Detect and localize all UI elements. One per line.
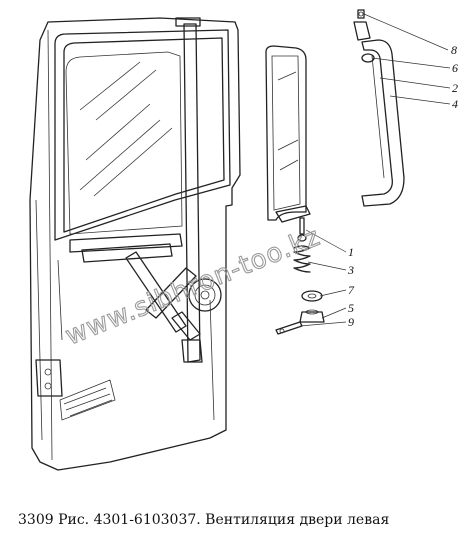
callout-2: 2 xyxy=(452,81,458,95)
callout-5: 5 xyxy=(348,301,354,315)
callout-3: 3 xyxy=(347,263,354,277)
callout-6: 6 xyxy=(452,61,458,75)
vent-seal-frame xyxy=(353,9,405,207)
door-panel xyxy=(29,17,241,471)
vent-window-glass xyxy=(265,45,311,223)
callout-7: 7 xyxy=(348,283,355,297)
leader-lines xyxy=(299,13,451,327)
callout-1: 1 xyxy=(348,245,354,259)
callout-9: 9 xyxy=(348,315,354,329)
figure-caption: 3309 Рис. 4301-6103037. Вентиляция двери… xyxy=(18,512,390,528)
callouts: 8 6 2 4 1 3 7 5 9 xyxy=(347,43,458,329)
pivot-stack xyxy=(275,217,325,335)
callout-8: 8 xyxy=(451,43,457,57)
callout-4: 4 xyxy=(452,97,458,111)
